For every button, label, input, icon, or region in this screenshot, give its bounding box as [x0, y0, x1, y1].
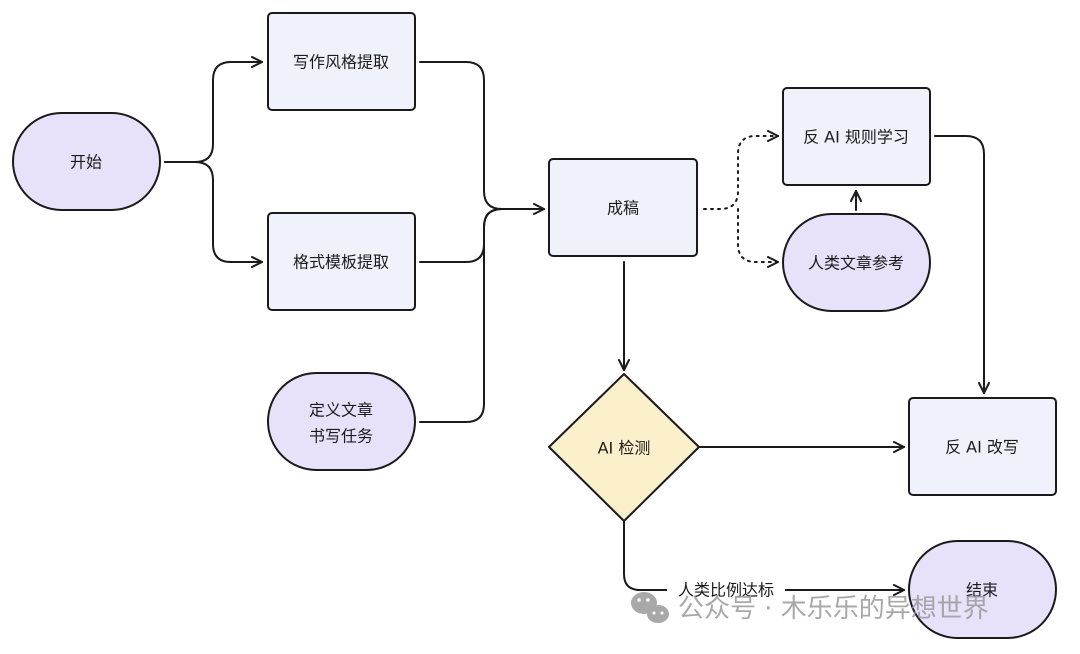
ai-detect-label: AI 检测 [598, 439, 651, 458]
edge-ai-detect-to-end [623, 521, 905, 596]
end-label: 结束 [966, 581, 998, 600]
nodes [12, 12, 1057, 639]
watermark-text: 公众号 · 木乐乐的异想世界 [678, 594, 989, 624]
define-task-node [267, 372, 416, 471]
draft-node [548, 158, 698, 257]
format-extract-node [267, 212, 416, 311]
human-reference-label: 人类文章参考 [808, 254, 904, 273]
anti-ai-rules-label: 反 AI 规则学习 [803, 128, 909, 147]
ai-detect-node [548, 373, 700, 522]
anti-ai-rules-node [782, 87, 931, 186]
wechat-icon [631, 592, 669, 623]
format-extract-label: 格式模板提取 [293, 253, 389, 272]
edge-draft-to-anti-ai-rules [703, 130, 779, 210]
edge-format-extract-to-draft [419, 208, 503, 263]
edge-define-task-to-draft [419, 208, 503, 423]
edge-label-human-ratio: 人类比例达标 [678, 581, 774, 600]
start-node [12, 112, 161, 211]
edge-anti-ai-rules-to-rewrite [934, 135, 990, 394]
define-task-label-line1: 定义文章 [309, 401, 373, 420]
style-extract-label: 写作风格提取 [293, 53, 389, 72]
human-reference-node [782, 213, 931, 312]
start-label: 开始 [70, 153, 102, 172]
define-task-label-line2: 书写任务 [309, 427, 373, 446]
edge-start-to-format-extract [164, 161, 263, 268]
watermark: 公众号 · 木乐乐的异想世界 [631, 592, 989, 624]
anti-ai-rewrite-label: 反 AI 改写 [945, 438, 1019, 457]
edge-start-to-style-extract [164, 56, 263, 163]
anti-ai-rewrite-node [908, 397, 1057, 496]
style-extract-node [267, 12, 416, 111]
end-node [908, 540, 1057, 639]
node-labels: 开始 写作风格提取 格式模板提取 定义文章 书写任务 成稿 反 AI 规则学习 … [70, 53, 1019, 600]
edge-label-background [667, 578, 785, 602]
edges [164, 56, 990, 596]
edge-style-extract-to-draft [419, 61, 545, 215]
edge-draft-to-human-reference [737, 208, 779, 268]
draft-label: 成稿 [607, 199, 639, 218]
